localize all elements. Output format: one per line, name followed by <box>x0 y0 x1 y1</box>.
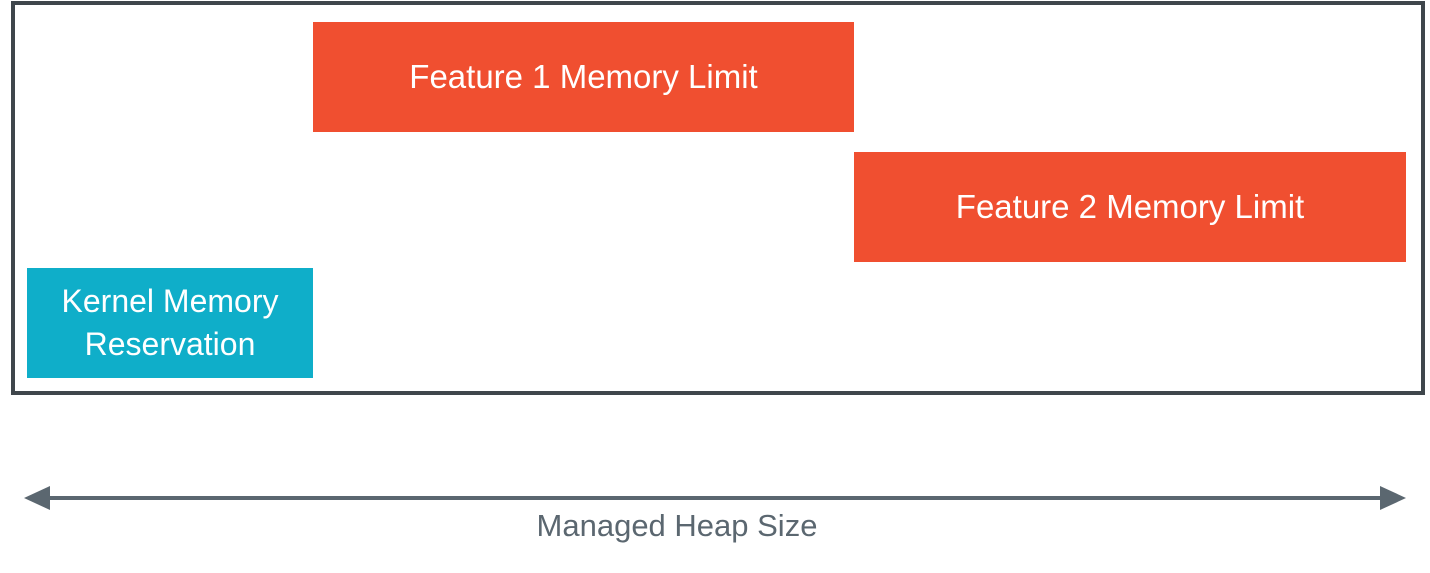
left-arrowhead-icon <box>24 486 50 510</box>
feature-2-label: Feature 2 Memory Limit <box>955 187 1305 225</box>
feature-2-memory-limit-block: Feature 2 Memory Limit <box>854 152 1406 262</box>
right-arrowhead-icon <box>1380 486 1406 510</box>
kernel-memory-reservation-block: Kernel Memory Reservation <box>27 268 313 378</box>
axis-label: Managed Heap Size <box>536 508 818 543</box>
double-arrow-icon <box>24 486 1406 510</box>
kernel-label-line-1: Kernel Memory <box>61 282 279 319</box>
feature-1-memory-limit-block: Feature 1 Memory Limit <box>313 22 854 132</box>
heap-frame <box>11 1 1425 395</box>
kernel-label-line-2: Reservation <box>84 326 256 362</box>
feature-1-label: Feature 1 Memory Limit <box>409 57 758 95</box>
